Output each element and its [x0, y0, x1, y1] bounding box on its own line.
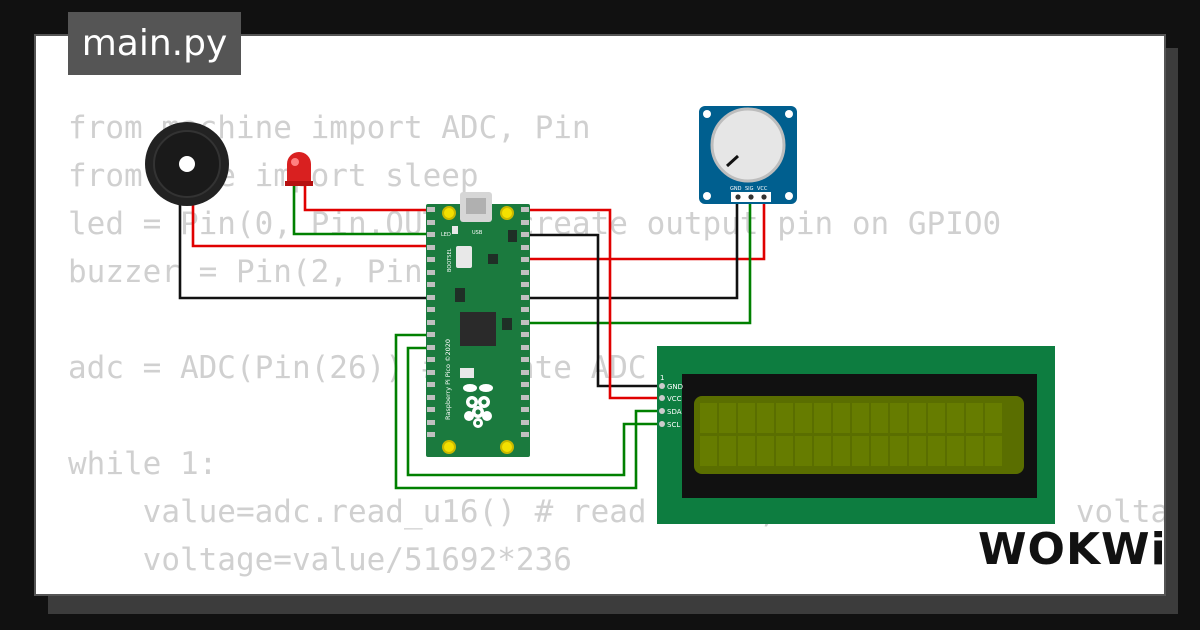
pico-right-pins	[521, 207, 529, 437]
wire-pot-red[interactable]	[521, 200, 766, 261]
wire-led-green[interactable]	[292, 185, 433, 236]
wire-buzzer-red[interactable]	[186, 183, 433, 248]
pico-left-pins	[427, 207, 435, 437]
lcd-pin-vcc-label: VCC	[667, 395, 682, 403]
pot-pin-vcc-label: VCC	[757, 186, 768, 192]
lcd-pin-scl-label: SCL	[667, 421, 680, 429]
pico-bootsel-label: BOOTSEL	[447, 248, 453, 272]
potentiometer-knob-icon[interactable]	[710, 107, 786, 183]
lcd-pin-sda-label: SDA	[667, 408, 682, 416]
pot-pin-sig-label: SIG	[745, 186, 754, 192]
wire-lcd-green-sda[interactable]	[406, 346, 662, 477]
pot-pin-gnd-label: GND	[730, 186, 742, 192]
wire-led-red[interactable]	[303, 185, 433, 212]
potentiometer[interactable]: GND SIG VCC	[699, 106, 797, 204]
buzzer-icon[interactable]	[145, 122, 229, 206]
wokwi-logo: WOKWi	[978, 524, 1167, 575]
wire-lcd-black[interactable]	[521, 233, 662, 388]
wire-buzzer-black[interactable]	[178, 190, 433, 300]
lcd-display[interactable]: 1 GND VCC SDA SCL	[657, 346, 1055, 524]
wire-pot-green[interactable]	[521, 200, 752, 325]
wire-lcd-green-scl[interactable]	[394, 333, 662, 490]
lcd-pin-one-label: 1	[660, 374, 664, 382]
code-line: while 1:	[68, 446, 218, 482]
led-icon[interactable]	[285, 152, 313, 186]
wire-lcd-red[interactable]	[521, 208, 662, 400]
pico-name-label: Raspberry Pi Pico ©2020	[444, 339, 452, 420]
code-line: voltage=value/51692*236	[68, 542, 572, 578]
wire-pot-black[interactable]	[521, 200, 739, 300]
lcd-character-grid	[700, 403, 1002, 466]
file-tab[interactable]: main.py	[68, 12, 241, 75]
lcd-pins	[659, 383, 665, 427]
code-line: print(value, voltage)	[68, 584, 1164, 594]
lcd-pin-gnd-label: GND	[667, 383, 683, 391]
pico-usb-label: USB	[472, 230, 483, 236]
raspberry-logo-icon	[463, 384, 493, 428]
pico-board[interactable]: LED USB BOOTSEL Raspberry Pi Pico ©2020	[426, 192, 530, 457]
pico-led-label: LED	[441, 232, 451, 238]
